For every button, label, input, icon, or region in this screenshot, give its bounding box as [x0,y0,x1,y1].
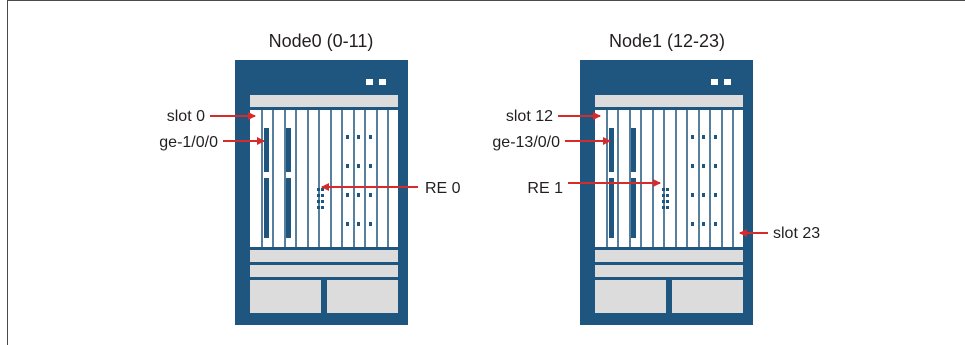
node1-slot-label: slot 12 [506,108,553,125]
node0-status-light [366,79,373,85]
node1-port-gap [631,172,636,178]
node1-bottom-panel [595,265,743,277]
node1-bottom-panel [595,250,743,262]
node0-top-panel [250,95,398,107]
node0-title: Node0 (0-11) [269,31,374,51]
node0-card-cage [250,110,398,247]
node0-power-supply [327,280,398,313]
node0-re-label: RE 0 [425,180,461,197]
node1-slot-end-label: slot 23 [773,225,820,242]
node1-port-label: ge-13/0/0 [492,134,560,151]
node0-port-gap [264,172,269,178]
node0-slot-dividers [261,110,389,247]
node1-power-supply [672,280,743,313]
node1 [580,60,753,325]
node1-status-light [724,79,731,85]
node1-port-gap [609,172,614,178]
node0-card-ports [286,128,291,238]
node0-bottom-panel [250,265,398,277]
node0-port-label: ge-1/0/0 [159,134,218,151]
node1-status-light [711,79,718,85]
node1-re-label: RE 1 [527,180,563,197]
node0-power-supply [250,280,321,313]
node0-status-light [379,79,386,85]
node1-slot-dividers [606,110,734,247]
node1-card-cage [595,110,743,247]
node0-bottom-panel [250,250,398,262]
node0-card-ports [264,128,269,238]
node1-re-card [662,188,669,209]
node1-card-leds [691,135,717,226]
node1-power-supply [595,280,666,313]
node0 [235,60,408,325]
node0-slot-label: slot 0 [167,108,205,125]
node0-port-gap [286,172,291,178]
node0-card-leds [346,135,372,226]
node1-top-panel [595,95,743,107]
node1-title: Node1 (12-23) [609,31,725,51]
diagram-frame [7,0,965,345]
